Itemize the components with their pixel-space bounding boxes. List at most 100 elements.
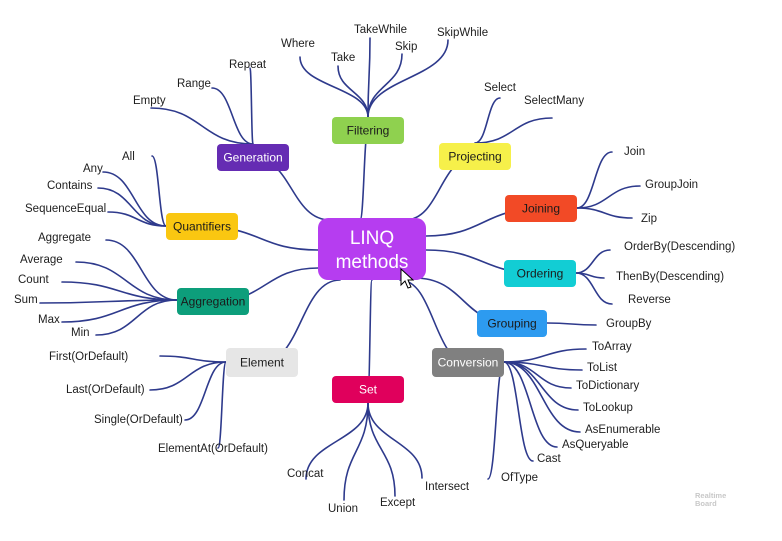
link-joining-leaf-2	[576, 207, 633, 219]
link-set-leaf-0	[305, 402, 369, 480]
link-conversion-leaf-4	[503, 361, 581, 433]
filtering-method-3: Skip	[395, 41, 417, 53]
category-grouping-box	[477, 310, 547, 337]
category-conversion-box	[432, 348, 504, 377]
category-joining[interactable]: Joining	[505, 195, 577, 222]
filtering-method-1: Take	[331, 52, 355, 64]
filtering-method-4: SkipWhile	[437, 27, 488, 39]
grouping-method-0: GroupBy	[606, 318, 652, 330]
category-grouping[interactable]: Grouping	[477, 310, 547, 337]
link-conversion-leaf-6	[503, 361, 534, 462]
link-conversion-leaf-5	[503, 361, 558, 448]
category-conversion[interactable]: Conversion	[432, 348, 504, 377]
conversion-method-1: ToList	[587, 362, 618, 374]
link-grouping-leaf-0	[546, 322, 597, 326]
category-aggregation[interactable]: Aggregation	[177, 288, 249, 315]
category-element-box	[226, 348, 298, 377]
link-aggregation-leaf-3	[39, 299, 178, 304]
link-projecting-leaf-0	[474, 97, 501, 144]
link-element-leaf-0	[159, 355, 227, 363]
category-element[interactable]: Element	[226, 348, 298, 377]
link-set-leaf-2	[367, 402, 396, 497]
link-generation-leaf-1	[211, 87, 254, 145]
category-grouping-label: Grouping	[487, 317, 536, 331]
element-method-0: First(OrDefault)	[49, 351, 128, 363]
conversion-method-4: AsEnumerable	[585, 424, 660, 436]
category-ordering[interactable]: Ordering	[504, 260, 576, 287]
link-aggregation-leaf-5	[95, 299, 178, 336]
element-method-3: ElementAt(OrDefault)	[158, 443, 268, 455]
method-labels: WhereTakeTakeWhileSkipSkipWhileSelectSel…	[14, 24, 735, 515]
category-generation[interactable]: Generation	[217, 144, 289, 171]
aggregation-method-4: Max	[38, 314, 60, 326]
quantifiers-method-2: Contains	[47, 180, 93, 192]
category-filtering-label: Filtering	[347, 124, 390, 138]
link-joining-leaf-0	[576, 151, 613, 209]
conversion-method-3: ToLookup	[583, 402, 633, 414]
set-method-3: Intersect	[425, 481, 470, 493]
link-conversion-leaf-7	[487, 361, 505, 480]
link-filtering-leaf-3	[367, 53, 403, 118]
link-element-leaf-1	[149, 361, 227, 391]
link-aggregation-leaf-4	[61, 299, 178, 323]
category-projecting[interactable]: Projecting	[439, 143, 511, 170]
projecting-method-0: Select	[484, 82, 517, 94]
quantifiers-method-0: All	[122, 151, 135, 163]
link-projecting-leaf-1	[474, 117, 553, 144]
center-node[interactable]: LINQ methods	[318, 218, 426, 280]
category-quantifiers-label: Quantifiers	[173, 220, 231, 234]
center-node-box	[318, 218, 426, 280]
center-title-line-2: methods	[336, 252, 409, 273]
conversion-method-0: ToArray	[592, 341, 632, 353]
link-set-leaf-3	[367, 402, 423, 479]
generation-method-1: Range	[177, 78, 211, 90]
conversion-method-6: Cast	[537, 453, 561, 465]
set-method-1: Union	[328, 503, 358, 515]
joining-method-2: Zip	[641, 213, 657, 225]
category-generation-box	[217, 144, 289, 171]
category-set[interactable]: Set	[332, 376, 404, 403]
projecting-method-1: SelectMany	[524, 95, 584, 107]
link-ordering-leaf-0	[575, 249, 611, 274]
watermark-line-1: Realtime	[695, 491, 727, 500]
category-aggregation-label: Aggregation	[181, 295, 246, 309]
generation-method-0: Empty	[133, 95, 166, 107]
element-method-1: Last(OrDefault)	[66, 384, 145, 396]
joining-method-1: GroupJoin	[645, 179, 698, 191]
category-quantifiers-box	[166, 213, 238, 240]
category-projecting-box	[439, 143, 511, 170]
aggregation-method-1: Average	[20, 254, 63, 266]
set-method-2: Except	[380, 497, 416, 509]
category-nodes: FilteringProjectingJoiningOrderingGroupi…	[166, 117, 577, 403]
link-generation-leaf-0	[150, 107, 254, 145]
category-filtering[interactable]: Filtering	[332, 117, 404, 144]
category-element-label: Element	[240, 356, 285, 370]
link-filtering-leaf-0	[299, 56, 369, 118]
link-set-leaf-1	[343, 402, 369, 501]
link-filtering-leaf-1	[337, 65, 369, 118]
link-aggregation-leaf-0	[105, 239, 178, 301]
link-ordering-leaf-2	[575, 272, 613, 305]
aggregation-method-2: Count	[18, 274, 49, 286]
quantifiers-method-3: SequenceEqual	[25, 203, 106, 215]
link-aggregation-leaf-2	[61, 281, 178, 301]
category-conversion-label: Conversion	[438, 356, 499, 370]
link-filtering-leaf-2	[367, 37, 371, 118]
link-joining-leaf-1	[576, 185, 641, 209]
link-element-leaf-3	[217, 361, 227, 449]
filtering-method-2: TakeWhile	[354, 24, 407, 36]
element-method-2: Single(OrDefault)	[94, 414, 183, 426]
set-method-0: Concat	[287, 468, 324, 480]
aggregation-method-5: Min	[71, 327, 90, 339]
category-quantifiers[interactable]: Quantifiers	[166, 213, 238, 240]
conversion-method-7: OfType	[501, 472, 538, 484]
category-set-box	[332, 376, 404, 403]
link-aggregation-leaf-1	[75, 261, 178, 301]
mouse-cursor-icon	[400, 267, 415, 289]
ordering-method-2: Reverse	[628, 294, 671, 306]
category-ordering-box	[504, 260, 576, 287]
category-ordering-label: Ordering	[517, 267, 564, 281]
center-title-line-1: LINQ	[350, 228, 394, 249]
connector-lines	[39, 37, 641, 501]
